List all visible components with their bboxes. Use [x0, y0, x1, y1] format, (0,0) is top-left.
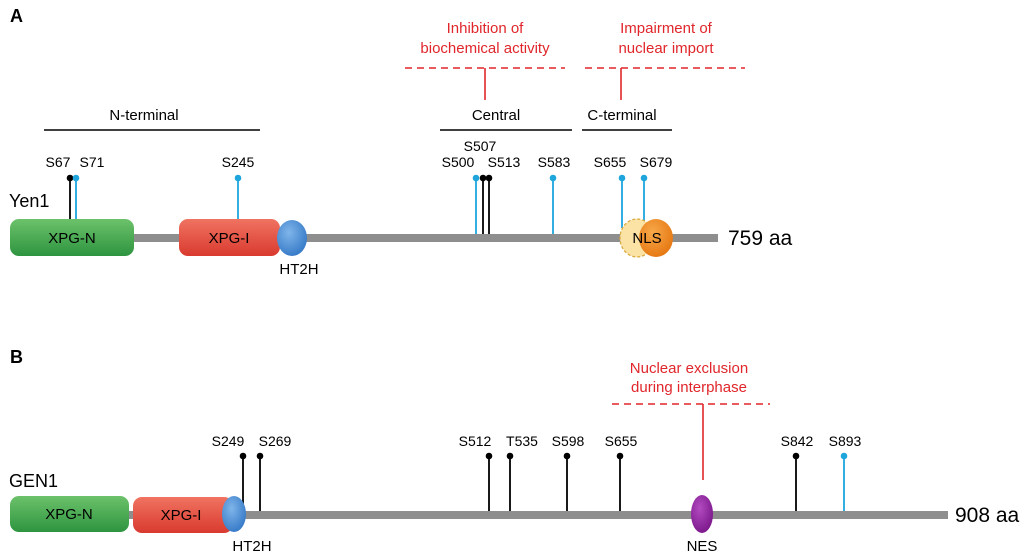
site-b-t535-head	[506, 452, 514, 460]
domain-ht2h-a	[277, 220, 307, 256]
site-a-s507: S507	[464, 138, 497, 234]
length-label-yen1: 759 aa	[728, 227, 793, 250]
domain-ht2h-b	[222, 496, 246, 532]
domain-ht2h-a-label: HT2H	[279, 261, 318, 278]
site-b-s842-head	[792, 452, 800, 460]
annotation-central-line2: biochemical activity	[420, 40, 550, 57]
domain-xpg-i-a	[179, 219, 280, 256]
domain-xpg-n-b	[10, 496, 129, 532]
site-b-s512-head	[485, 452, 493, 460]
domain-nes	[691, 495, 713, 533]
site-a-s655-head	[618, 174, 626, 182]
panel-b-sites: S249 S269 S512 T535 S598	[212, 433, 862, 512]
annotation-nes-line1: Nuclear exclusion	[630, 360, 748, 377]
site-b-t535-label: T535	[506, 433, 538, 449]
region-c-terminal-label: C-terminal	[587, 107, 656, 124]
site-a-s679-label: S679	[640, 154, 673, 170]
site-b-s842-label: S842	[781, 433, 814, 449]
site-b-s269-label: S269	[259, 433, 292, 449]
site-a-s500-label: S500	[442, 154, 475, 170]
backbone-yen1	[130, 234, 718, 242]
domain-xpg-n-a-label: XPG-N	[48, 230, 96, 247]
site-b-s269: S269	[256, 433, 292, 512]
site-a-s245-head	[234, 174, 242, 182]
site-a-s500-head	[472, 174, 480, 182]
site-b-s893-head	[840, 452, 848, 460]
annotation-cterm-line2: nuclear import	[618, 40, 714, 57]
site-b-s512-label: S512	[459, 433, 492, 449]
site-b-s655: S655	[605, 433, 638, 512]
domain-nls-label: NLS	[632, 230, 661, 247]
site-a-s67-label: S67	[46, 154, 71, 170]
panel-a-sites: S67 S71 S245 S500 S507	[46, 138, 673, 234]
length-label-gen1: 908 aa	[955, 504, 1020, 527]
site-a-s67-head	[66, 174, 74, 182]
site-a-s513-label: S513	[488, 154, 521, 170]
domain-nes-label: NES	[687, 538, 718, 555]
site-a-s67: S67	[46, 154, 74, 220]
site-a-s583-label: S583	[538, 154, 571, 170]
site-a-s513: S513	[485, 154, 521, 234]
site-b-s249-label: S249	[212, 433, 245, 449]
site-b-s512: S512	[459, 433, 493, 512]
site-a-s583-head	[549, 174, 557, 182]
site-a-s500: S500	[442, 154, 480, 234]
site-b-s269-head	[256, 452, 264, 460]
site-a-s679: S679	[640, 154, 673, 226]
site-a-s245: S245	[222, 154, 255, 220]
domain-ht2h-b-label: HT2H	[232, 538, 271, 555]
site-a-s583: S583	[538, 154, 571, 234]
site-a-s71-head	[72, 174, 80, 182]
site-b-s249-head	[239, 452, 247, 460]
domain-xpg-i-b-label: XPG-I	[161, 507, 202, 524]
site-b-s655-head	[616, 452, 624, 460]
site-a-s655: S655	[594, 154, 627, 228]
region-central-label: Central	[472, 107, 520, 124]
panel-b: B Nuclear exclusion during interphase S2…	[9, 347, 1020, 555]
site-a-s507-label: S507	[464, 138, 497, 154]
site-b-s655-label: S655	[605, 433, 638, 449]
protein-name-yen1: Yen1	[9, 191, 49, 211]
site-b-t535: T535	[506, 433, 538, 512]
site-b-s598-head	[563, 452, 571, 460]
protein-name-gen1: GEN1	[9, 471, 58, 491]
annotation-cterm-line1: Impairment of	[620, 20, 713, 37]
site-b-s893: S893	[829, 433, 862, 512]
site-b-s842: S842	[781, 433, 814, 512]
domain-xpg-n-a	[10, 219, 134, 256]
site-b-s893-label: S893	[829, 433, 862, 449]
site-a-s655-label: S655	[594, 154, 627, 170]
site-a-s507-head	[479, 174, 487, 182]
site-a-s71: S71	[72, 154, 105, 220]
panel-b-label: B	[10, 347, 23, 367]
panel-a-label: A	[10, 6, 23, 26]
annotation-central-line1: Inhibition of	[447, 20, 525, 37]
region-n-terminal-label: N-terminal	[109, 107, 178, 124]
site-a-s245-label: S245	[222, 154, 255, 170]
domain-xpg-i-a-label: XPG-I	[209, 230, 250, 247]
site-b-s598: S598	[552, 433, 585, 512]
domain-xpg-i-b	[133, 497, 233, 533]
annotation-nes-line2: during interphase	[631, 379, 747, 396]
domain-xpg-n-b-label: XPG-N	[45, 506, 93, 523]
site-a-s71-label: S71	[80, 154, 105, 170]
domain-nls	[639, 219, 673, 257]
site-a-s679-head	[640, 174, 648, 182]
backbone-gen1	[125, 511, 948, 519]
site-a-s513-head	[485, 174, 493, 182]
site-b-s598-label: S598	[552, 433, 585, 449]
panel-a: A Inhibition of biochemical activity Imp…	[9, 6, 793, 278]
